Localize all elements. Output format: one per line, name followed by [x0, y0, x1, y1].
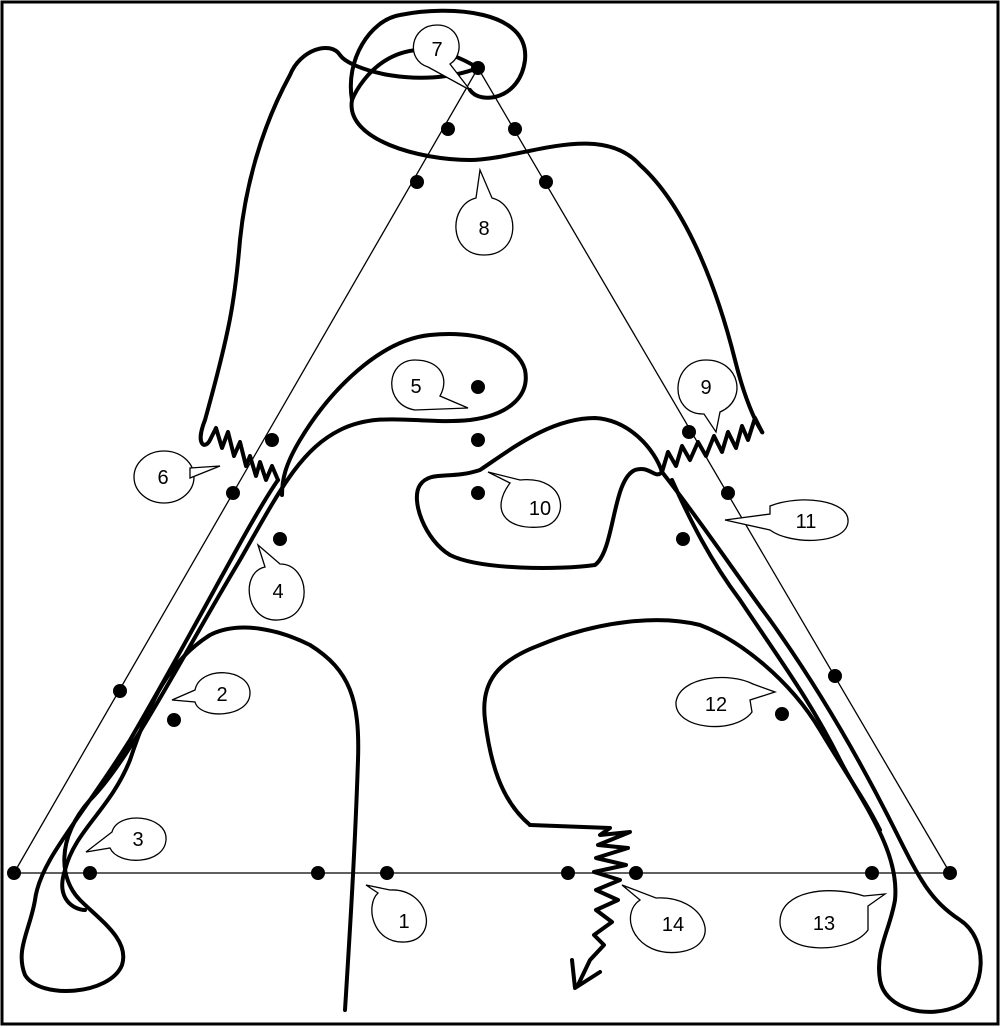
point	[828, 669, 842, 683]
callout-label: 2	[216, 684, 227, 706]
callout-5: 5	[391, 359, 469, 411]
callout-label: 10	[529, 498, 551, 520]
outlines	[19, 8, 983, 1014]
callout-10: 10	[487, 471, 562, 528]
point	[380, 866, 394, 880]
point	[539, 175, 553, 189]
point	[113, 684, 127, 698]
callout-4: 4	[248, 543, 305, 621]
point	[865, 866, 879, 880]
callout-label: 13	[813, 913, 835, 935]
top-loop-upper	[198, 45, 480, 482]
top-cap-outline	[348, 8, 528, 102]
callout-label: 1	[398, 911, 409, 933]
point	[561, 866, 575, 880]
callout-3: 3	[85, 817, 167, 861]
callout-9: 9	[677, 359, 738, 434]
left-inner-outline	[60, 625, 361, 1012]
callout-label: 14	[662, 914, 684, 936]
point	[943, 866, 957, 880]
callout-11: 11	[724, 499, 849, 542]
point	[83, 866, 97, 880]
right-inner-outline	[482, 618, 882, 832]
callout-label: 5	[410, 376, 421, 398]
left-reference-line	[13, 67, 479, 874]
point	[682, 425, 696, 439]
point	[7, 866, 21, 880]
point	[471, 380, 485, 394]
callout-6: 6	[133, 450, 221, 504]
callout-14: 14	[621, 884, 706, 954]
callout-label: 4	[272, 581, 283, 603]
callout-8: 8	[455, 167, 514, 256]
arrow-head	[570, 958, 602, 990]
callout-12: 12	[675, 676, 778, 728]
point	[273, 532, 287, 546]
reference-lines	[13, 67, 951, 874]
middle-blob-outline	[414, 416, 664, 570]
right-outer-outline	[660, 470, 983, 1014]
point	[508, 122, 522, 136]
point	[265, 433, 279, 447]
callout-label: 9	[700, 377, 711, 399]
point	[226, 486, 240, 500]
point	[471, 61, 485, 75]
callout-label: 6	[157, 467, 168, 489]
point	[471, 486, 485, 500]
point	[775, 707, 789, 721]
callouts: 7 8 5 6 9 10 11	[85, 24, 888, 954]
point	[311, 866, 325, 880]
callout-1: 1	[365, 884, 428, 943]
point	[410, 175, 424, 189]
points	[7, 61, 957, 880]
top-right-outline	[660, 416, 764, 474]
point	[676, 532, 690, 546]
callout-label: 7	[431, 39, 442, 61]
callout-label: 8	[478, 218, 489, 240]
point	[721, 486, 735, 500]
top-loop-outline	[349, 47, 765, 435]
callout-2: 2	[171, 672, 251, 715]
callout-label: 12	[705, 694, 727, 716]
right-reference-line	[477, 67, 951, 874]
callout-label: 11	[796, 511, 817, 533]
point	[167, 713, 181, 727]
callout-13: 13	[779, 890, 888, 949]
callout-label: 3	[132, 829, 143, 851]
point	[629, 866, 643, 880]
point	[471, 433, 485, 447]
callout-7: 7	[412, 24, 471, 91]
zigzag-arrow	[528, 823, 632, 987]
point	[441, 122, 455, 136]
left-outer-outline	[19, 332, 528, 993]
